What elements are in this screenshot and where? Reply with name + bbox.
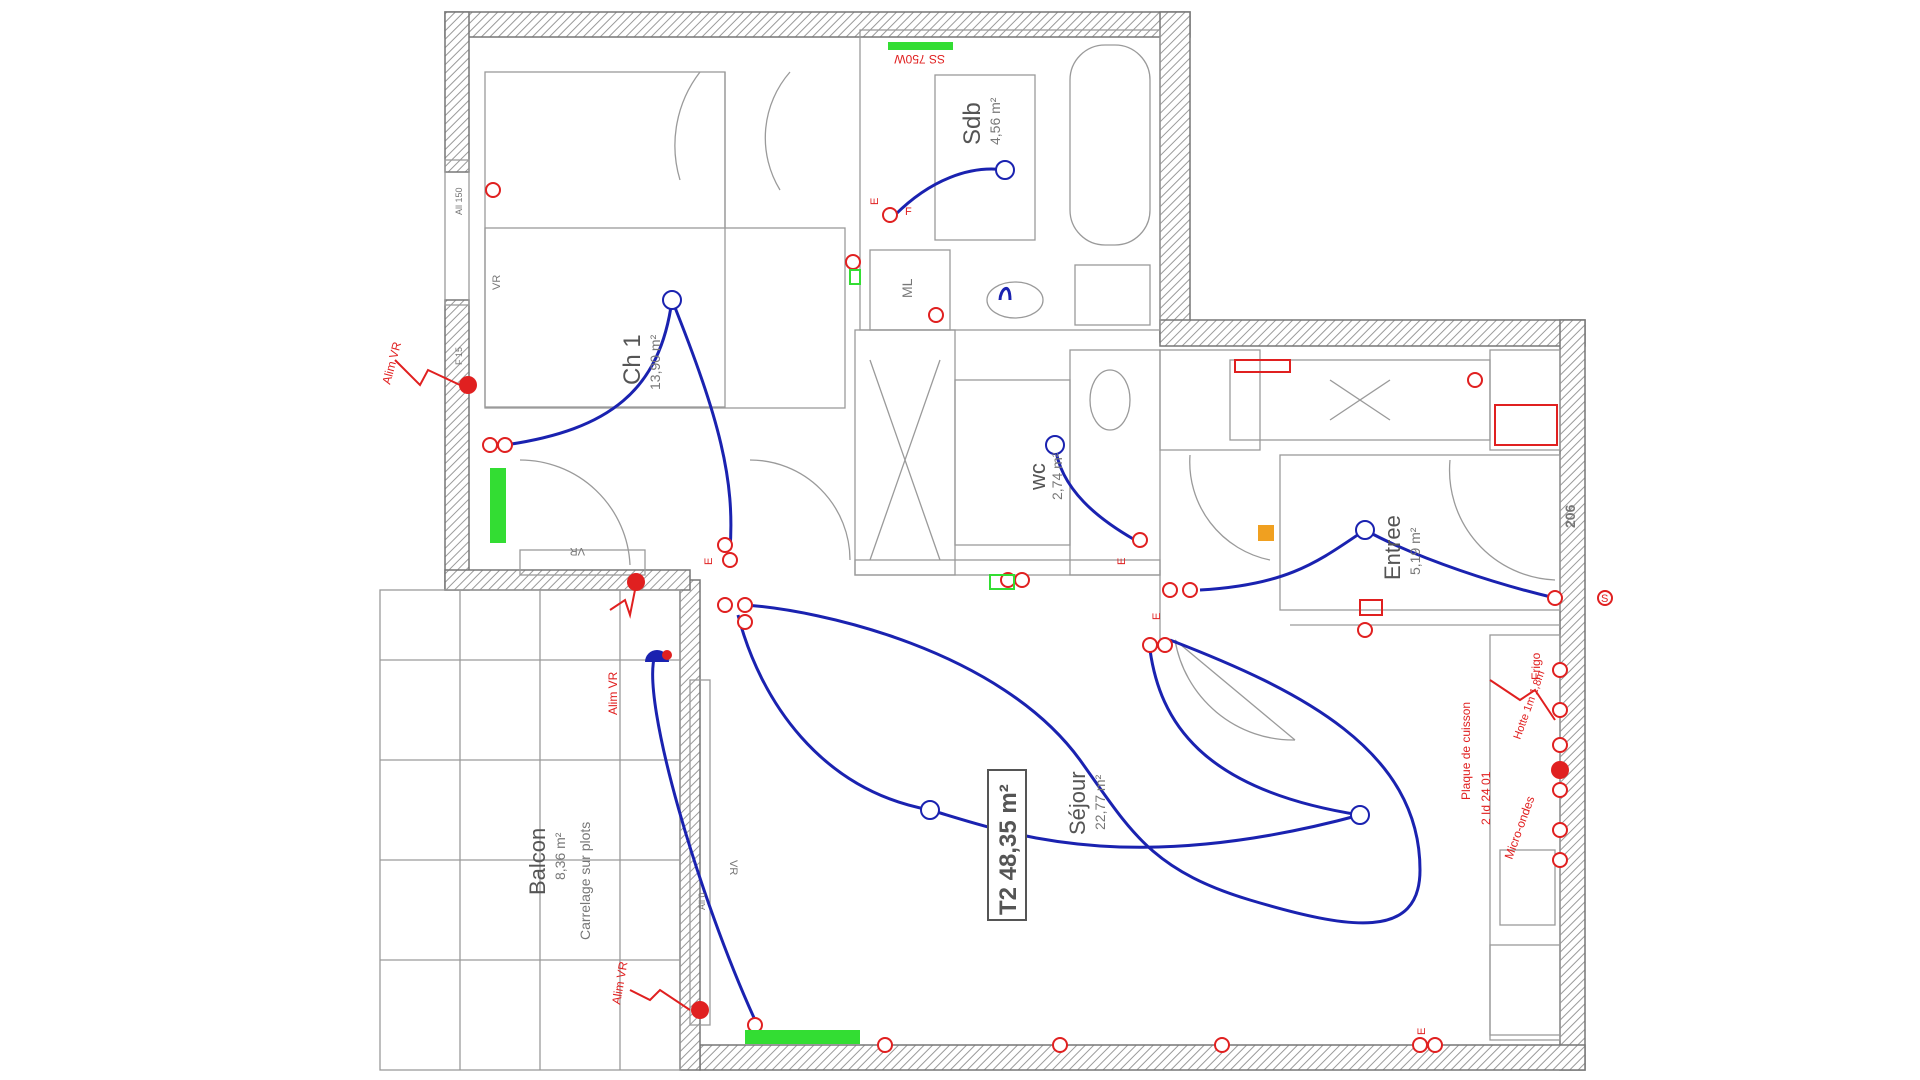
red-boxes [1234, 359, 1558, 616]
room-name-sejour: Séjour [1065, 771, 1090, 835]
vr-label-3: VR [727, 860, 739, 875]
micro-ondes-label: Micro-ondes [1502, 794, 1538, 861]
light-point-ch1 [662, 290, 682, 310]
frigo-label: Frigo [1529, 652, 1543, 680]
all0-label: All 0 [697, 892, 707, 910]
e-label-5: E [1416, 1028, 1428, 1035]
room-area-wc: 2,74 m² [1049, 452, 1065, 500]
light-point-sejour-2 [1350, 805, 1370, 825]
alim-vr-label-2: Alim VR [606, 671, 620, 715]
plaque-label: Plaque de cuisson [1459, 702, 1473, 800]
light-point-sejour-1 [920, 800, 940, 820]
room-name-wc: wc [1025, 463, 1050, 491]
wiring [504, 167, 1556, 1021]
light-points [662, 160, 1375, 825]
outlets [482, 182, 1613, 1053]
room-area-balcon: 8,36 m² [552, 832, 568, 880]
s-label: S [1601, 593, 1608, 605]
plan-title: T2 48,35 m² [995, 784, 1022, 915]
room-name-balcon: Balcon [525, 828, 550, 895]
light-point-entree [1355, 520, 1375, 540]
f15-label: F 15 [454, 347, 464, 365]
room-name-ch1: Ch 1 [619, 334, 646, 385]
room-area-sejour: 22,77 m² [1092, 774, 1108, 830]
room-area-sdb: 4,56 m² [987, 97, 1003, 145]
room-name-entree: Entree [1380, 515, 1405, 580]
e-label-3: E [1116, 558, 1128, 565]
light-point-wc [1045, 435, 1065, 455]
room-note-balcon: Carrelage sur plots [577, 822, 593, 940]
vr-label-2: VR [570, 545, 585, 557]
vr-label-1: VR [491, 275, 503, 290]
all-150-label: All 150 [454, 187, 464, 215]
alim-vr-label-3: Alim VR [609, 960, 630, 1005]
f-label: F [905, 206, 912, 218]
alim-vr-label-1: Alim VR [379, 340, 404, 386]
e-label-2: E [869, 198, 881, 205]
title-box [987, 769, 1027, 921]
e-label-4: E [1151, 613, 1163, 620]
shutter-power-points [459, 376, 1569, 1019]
light-point-sdb [995, 160, 1015, 180]
room-area-ch1: 13,90 m² [647, 334, 663, 390]
orange-marker [1258, 525, 1274, 541]
interior-lines [379, 29, 1561, 1071]
dimension-label: 206 [1562, 504, 1578, 528]
green-markers [490, 42, 1015, 1044]
alim-vr-arrows [394, 359, 1556, 1011]
room-area-entree: 5,19 m² [1407, 527, 1423, 575]
balcony-light-dot [662, 650, 672, 660]
room-name-sdb: Sdb [959, 102, 986, 145]
ss-label: SS 750W [894, 52, 945, 66]
ml-label: ML [899, 278, 915, 298]
plaque-power-label: 2 Id 24 01 [1479, 771, 1493, 825]
e-label-1: E [703, 558, 715, 565]
